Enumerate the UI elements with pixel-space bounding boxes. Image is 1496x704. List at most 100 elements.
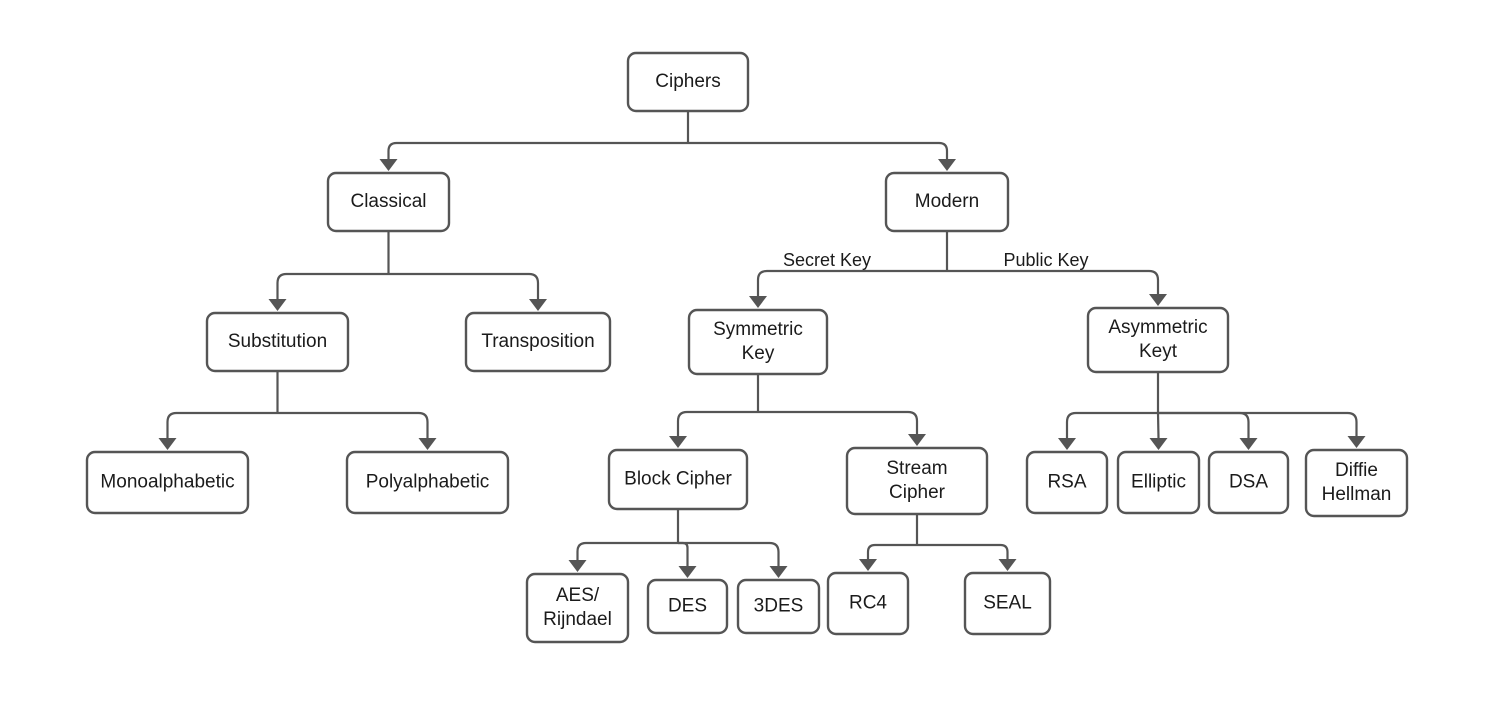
edge-arrowhead <box>268 299 287 311</box>
edge-arrowhead <box>938 159 956 171</box>
node-label: Cipher <box>889 482 946 503</box>
edge-label-public-key-label: Public Key <box>1003 250 1088 270</box>
node-monoalphabetic[interactable]: Monoalphabetic <box>85 450 250 515</box>
node-box[interactable] <box>845 446 989 516</box>
edge-arrowhead <box>1347 436 1366 448</box>
node-label: Polyalphabetic <box>366 472 490 493</box>
edge-line <box>1158 411 1358 436</box>
edge-arrowhead <box>418 438 437 450</box>
edge-classical-to-transposition <box>388 272 547 311</box>
node-box[interactable] <box>1207 450 1290 515</box>
node-box[interactable] <box>85 450 250 515</box>
edge-line <box>388 272 540 299</box>
node-label: Transposition <box>481 331 594 352</box>
node-rc4[interactable]: RC4 <box>826 571 910 636</box>
node-block-cipher[interactable]: Block Cipher <box>607 448 749 511</box>
node-label: Modern <box>915 191 979 212</box>
node-box[interactable] <box>525 572 630 644</box>
node-label: Block Cipher <box>624 469 732 490</box>
edge-line <box>678 541 689 566</box>
node-label: Hellman <box>1322 484 1392 505</box>
node-box[interactable] <box>1086 306 1230 374</box>
edge-substitution-to-monoalphabetic <box>158 411 278 450</box>
node-classical[interactable]: Classical <box>326 171 451 233</box>
node-label: Diffie <box>1335 460 1378 481</box>
node-ciphers[interactable]: Ciphers <box>626 51 750 113</box>
node-box[interactable] <box>345 450 510 515</box>
node-seal[interactable]: SEAL <box>963 571 1052 636</box>
node-label: Substitution <box>228 331 327 352</box>
node-box[interactable] <box>1116 450 1201 515</box>
node-label: Monoalphabetic <box>100 472 234 493</box>
edge-modern-to-symmetric-key <box>749 269 947 308</box>
edge-line <box>166 411 278 438</box>
edge-arrowhead <box>1149 294 1167 306</box>
node-box[interactable] <box>326 171 451 233</box>
node-box[interactable] <box>826 571 910 636</box>
node-box[interactable] <box>963 571 1052 636</box>
node-aes-rijndael[interactable]: AES/Rijndael <box>525 572 630 644</box>
edge-asymmetric-key-to-diffie-hellman <box>1158 411 1366 448</box>
edge-asymmetric-key-to-rsa <box>1058 411 1158 450</box>
edge-line <box>1158 411 1250 438</box>
edge-ciphers-to-classical <box>379 141 688 171</box>
node-box[interactable] <box>464 311 612 373</box>
edge-line <box>756 269 947 296</box>
edge-line <box>758 410 919 434</box>
node-label: Keyt <box>1139 341 1178 362</box>
node-box[interactable] <box>1025 450 1109 515</box>
edge-arrowhead <box>1149 438 1168 450</box>
edge-ciphers-to-modern <box>688 141 956 171</box>
node-elliptic[interactable]: Elliptic <box>1116 450 1201 515</box>
edge-line <box>387 141 688 159</box>
edge-line <box>277 411 429 438</box>
node-transposition[interactable]: Transposition <box>464 311 612 373</box>
node-box[interactable] <box>736 578 821 635</box>
node-box[interactable] <box>646 578 729 635</box>
edge-label-secret-key-label: Secret Key <box>783 250 871 270</box>
node-label: Rijndael <box>543 609 612 630</box>
node-label: RSA <box>1047 472 1086 493</box>
edge-modern-to-asymmetric-key <box>947 269 1167 306</box>
edge-line <box>917 543 1009 559</box>
edge-arrowhead <box>379 159 398 171</box>
edge-line <box>678 541 780 566</box>
node-box[interactable] <box>687 308 829 376</box>
node-box[interactable] <box>884 171 1010 233</box>
edge-block-cipher-to-aes-rijndael <box>568 541 678 572</box>
edge-stream-cipher-to-rc4 <box>859 543 917 571</box>
node-label: Classical <box>350 191 426 212</box>
node-label: Key <box>742 343 775 364</box>
edge-arrowhead <box>749 296 767 308</box>
node-polyalphabetic[interactable]: Polyalphabetic <box>345 450 510 515</box>
edge-classical-to-substitution <box>268 272 389 311</box>
node-box[interactable] <box>607 448 749 511</box>
node-des[interactable]: DES <box>646 578 729 635</box>
edge-line <box>688 141 949 159</box>
edge-symmetric-key-to-block-cipher <box>669 410 758 448</box>
node-box[interactable] <box>1304 448 1409 518</box>
node-box[interactable] <box>205 311 350 373</box>
edge-line <box>276 272 389 299</box>
node-label: Stream <box>886 458 947 479</box>
node-3des[interactable]: 3DES <box>736 578 821 635</box>
edge-line <box>676 410 758 436</box>
node-dsa[interactable]: DSA <box>1207 450 1290 515</box>
node-modern[interactable]: Modern <box>884 171 1010 233</box>
node-rsa[interactable]: RSA <box>1025 450 1109 515</box>
node-substitution[interactable]: Substitution <box>205 311 350 373</box>
node-label: DSA <box>1229 472 1268 493</box>
edge-substitution-to-polyalphabetic <box>277 411 437 450</box>
edge-asymmetric-key-to-dsa <box>1158 411 1258 450</box>
edge-arrowhead <box>678 566 697 578</box>
edge-arrowhead <box>859 559 877 571</box>
edge-arrowhead <box>529 299 547 311</box>
node-label: Symmetric <box>713 319 803 340</box>
node-box[interactable] <box>626 51 750 113</box>
